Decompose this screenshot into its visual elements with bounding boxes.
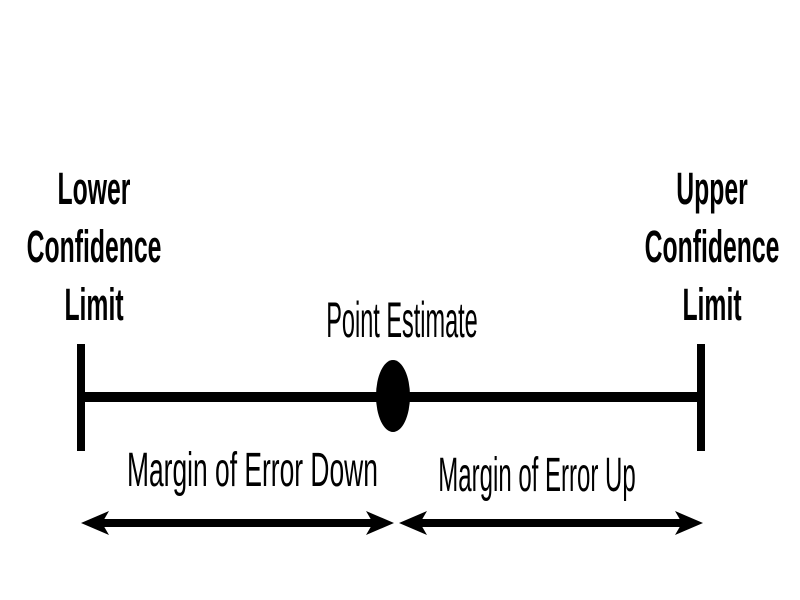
point-estimate-marker	[376, 360, 410, 432]
margin-down-arrow-right-head	[366, 511, 394, 535]
point-estimate-label: Point Estimate	[326, 292, 478, 348]
margin-up-arrow	[399, 511, 703, 535]
lower-confidence-limit-label: Lower Confidence Limit	[26, 163, 162, 330]
upper-confidence-limit-label: Upper Confidence Limit	[644, 163, 780, 330]
margin-up-arrow-left-head	[399, 511, 427, 535]
margin-down-arrow-left-head	[81, 511, 109, 535]
margin-up-arrow-right-head	[675, 511, 703, 535]
margin-of-error-up-label: Margin of Error Up	[438, 449, 636, 502]
margin-down-arrow	[81, 511, 394, 535]
margin-of-error-down-label: Margin of Error Down	[127, 444, 378, 497]
